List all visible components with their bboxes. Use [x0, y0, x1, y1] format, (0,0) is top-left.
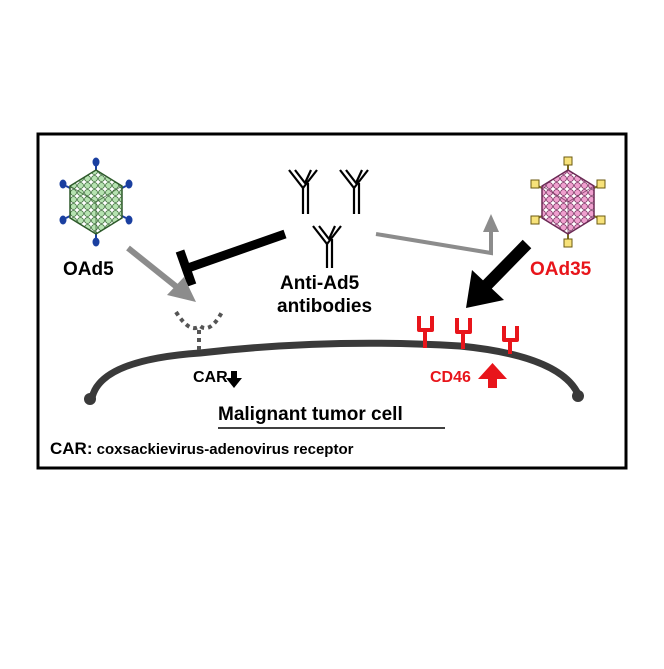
y-shaped-antibody-icon [312, 225, 342, 268]
footnote-text: coxsackievirus-adenovirus receptor [96, 441, 354, 458]
footnote-abbrev: CAR: [50, 439, 93, 458]
cd46-label: CD46 [430, 369, 471, 386]
car-down-arrow-icon [226, 371, 242, 388]
car-label: CAR [193, 369, 228, 386]
adenovirus-capsid-icon [59, 157, 133, 247]
antibodies-label-line2: antibodies [277, 296, 373, 317]
diagram-frame [36, 132, 628, 470]
oad5-label: OAd5 [63, 259, 114, 280]
cd46-up-arrow-icon [478, 363, 507, 388]
antibodies-label-line1: Anti-Ad5 [280, 273, 360, 294]
receptor-icon [455, 318, 472, 349]
receptor-dashed-icon [174, 310, 224, 352]
footnote: CAR: coxsackievirus-adenovirus receptor [50, 439, 353, 459]
receptor-icon [502, 326, 519, 354]
oad5-binding-arrow [126, 245, 196, 302]
cell-label: Malignant tumor cell [218, 404, 403, 425]
oad35-label: OAd35 [530, 259, 592, 280]
oad35-binding-arrow [466, 239, 532, 308]
adenovirus-capsid-icon [530, 156, 606, 248]
receptor-icon [417, 316, 434, 348]
cell-membrane [88, 339, 582, 402]
y-shaped-antibody-icon [288, 169, 318, 214]
no-effect-arrow [375, 214, 499, 256]
y-shaped-antibody-icon [339, 169, 369, 214]
inhibition-arrow [175, 229, 287, 287]
